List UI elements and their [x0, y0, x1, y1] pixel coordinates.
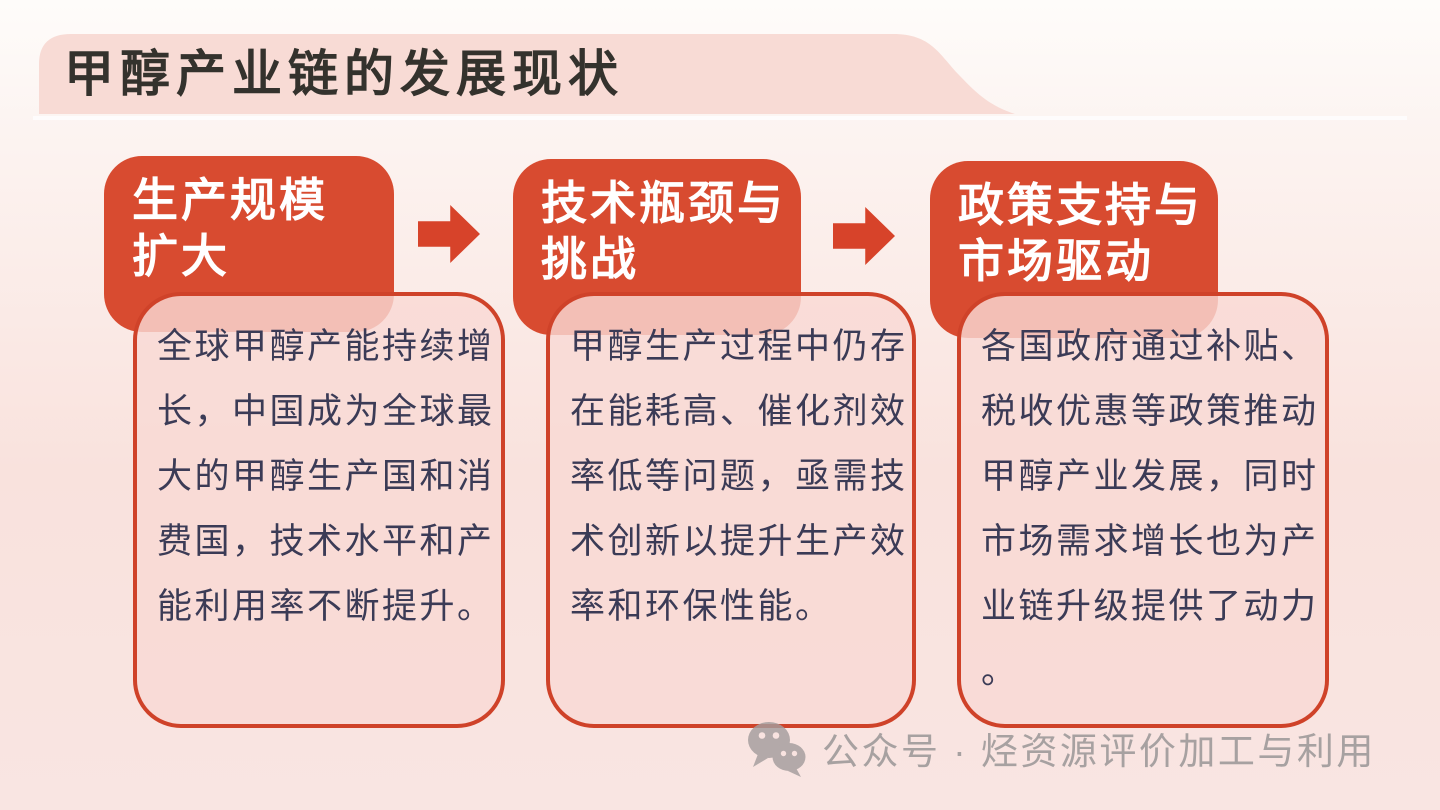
- arrow-right-icon: [833, 207, 895, 265]
- wechat-small-bubble: [772, 743, 806, 771]
- title-banner-shape: [39, 34, 1015, 114]
- step-card-tech-bottleneck: 甲醇生产过程中仍存在能耗高、催化剂效率低等问题，亟需技术创新以提升生产效率和环保…: [546, 292, 916, 728]
- wechat-eye: [772, 732, 780, 739]
- title-banner: [39, 34, 1015, 114]
- title-divider: [33, 116, 1407, 120]
- step-body-text: 各国政府通过补贴、税收优惠等政策推动甲醇产业发展，同时市场需求增长也为产业链升级…: [981, 327, 1319, 691]
- wechat-eye: [758, 732, 766, 739]
- wechat-eye: [780, 750, 787, 757]
- step-card-policy-market: 各国政府通过补贴、税收优惠等政策推动甲醇产业发展，同时市场需求增长也为产业链升级…: [957, 292, 1329, 728]
- watermark-text: 公众号 · 烃资源评价加工与利用: [822, 731, 1376, 772]
- page-title: 甲醇产业链的发展现状: [64, 46, 624, 102]
- wechat-eye: [791, 750, 798, 757]
- wechat-icon: [748, 722, 806, 777]
- wechat-small-bubble-tail: [788, 768, 801, 777]
- step-card-production-scale: 全球甲醇产能持续增长，中国成为全球最大的甲醇生产国和消费国，技术水平和产能利用率…: [133, 292, 505, 728]
- step-body-text: 全球甲醇产能持续增长，中国成为全球最大的甲醇生产国和消费国，技术水平和产能利用率…: [157, 327, 495, 626]
- arrow-right-icon: [418, 205, 480, 263]
- step-body-text: 甲醇生产过程中仍存在能耗高、催化剂效率低等问题，亟需技术创新以提升生产效率和环保…: [570, 327, 908, 626]
- watermark: 公众号 · 烃资源评价加工与利用: [744, 718, 1376, 778]
- wechat-big-bubble-tail: [753, 754, 768, 767]
